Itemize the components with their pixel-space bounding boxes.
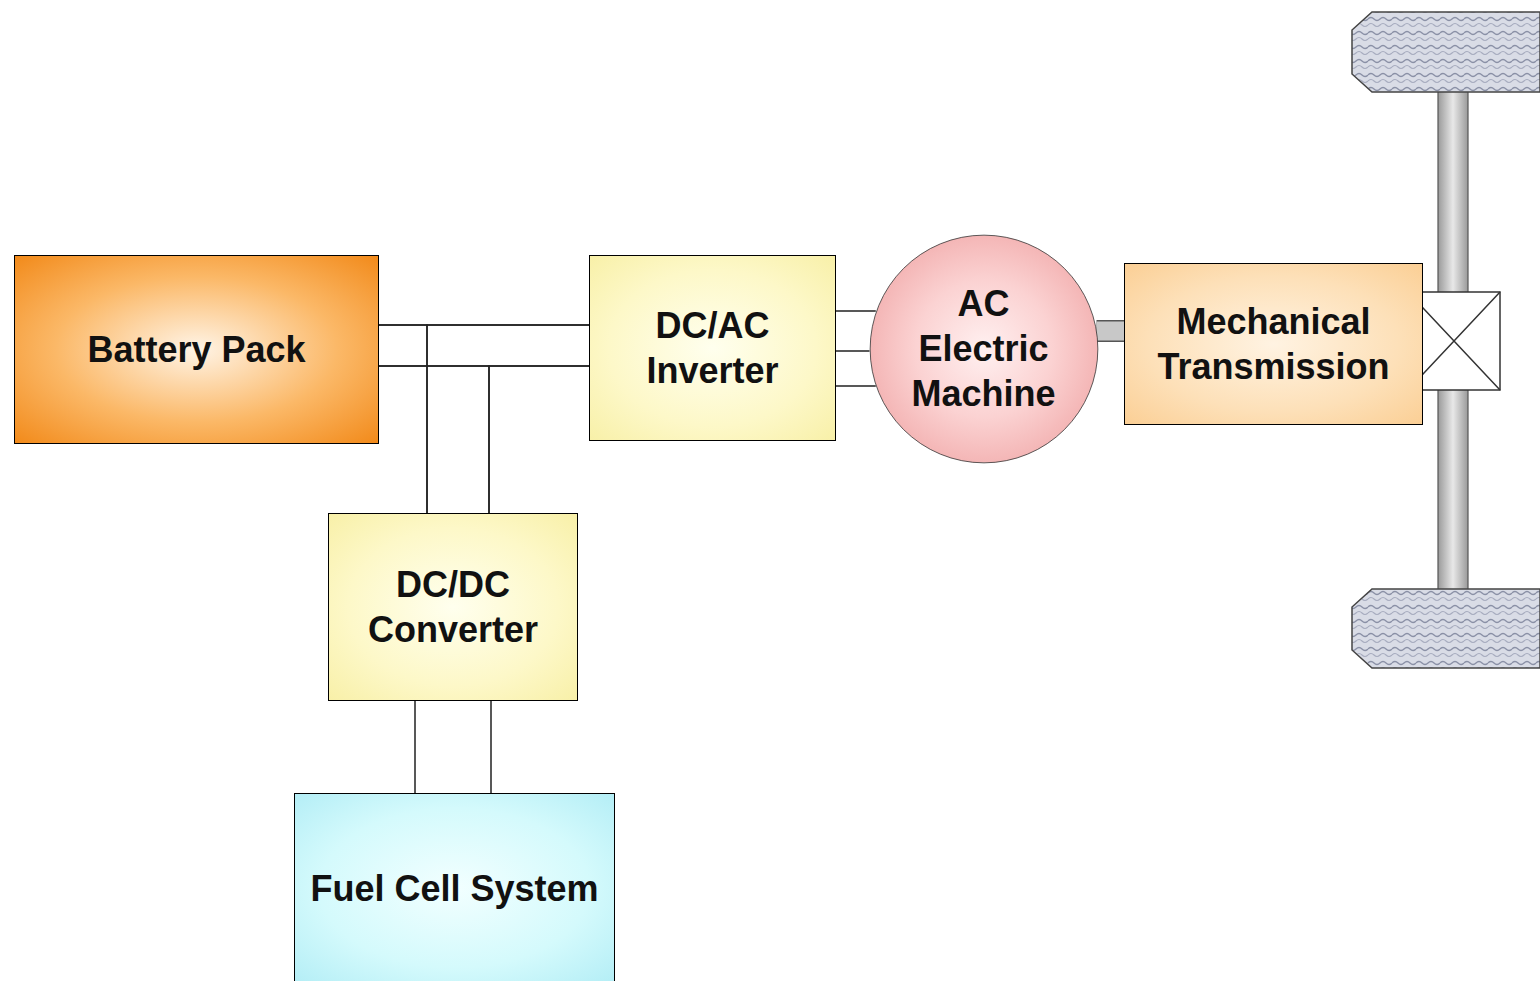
node-label: Mechanical Transmission	[1125, 299, 1422, 389]
node-label: AC Electric Machine	[899, 281, 1069, 416]
machine-outline	[870, 235, 1098, 463]
wheel	[1352, 589, 1540, 668]
battery-box: Battery Pack	[14, 255, 379, 444]
fuel-cell-box: Fuel Cell System	[294, 793, 615, 981]
node-label: Battery Pack	[87, 327, 305, 372]
inverter-box: DC/AC Inverter	[589, 255, 836, 441]
node-label: DC/DC Converter	[329, 562, 577, 652]
power-wire	[427, 325, 589, 513]
converter-box: DC/DC Converter	[328, 513, 578, 701]
power-wire	[379, 325, 589, 366]
machine-circle: AC Electric Machine	[869, 234, 1099, 464]
shaft-outline	[1097, 320, 1125, 342]
power-wire	[415, 701, 491, 793]
power-wire	[379, 325, 489, 513]
node-label: Fuel Cell System	[310, 866, 598, 911]
wheel	[1352, 12, 1540, 92]
drive-shaft	[1097, 322, 1125, 341]
node-label: DC/AC Inverter	[590, 303, 835, 393]
transmission-box: Mechanical Transmission	[1124, 263, 1423, 425]
